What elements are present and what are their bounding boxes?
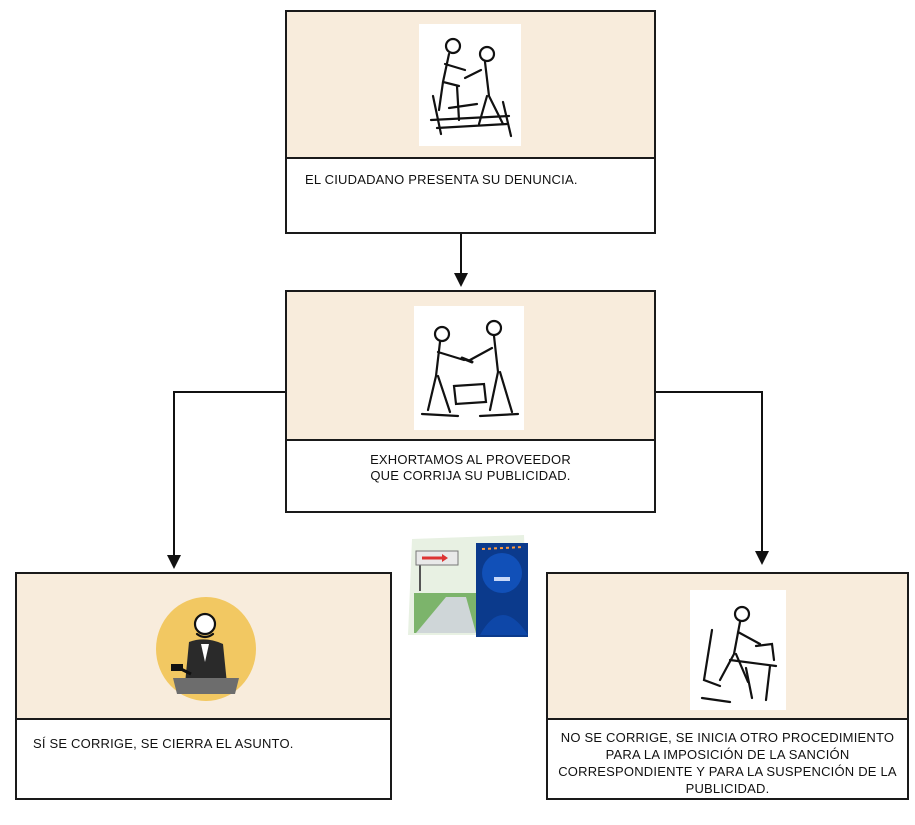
decision-illustration [406,533,531,639]
road-sign-choice-icon [408,535,528,637]
not-corrected-caption: NO SE CORRIGE, SE INICIA OTRO PROCEDIMIE… [558,730,897,796]
arrow-exhort-to-corrected [167,391,285,569]
node-exhort: EXHORTAMOS AL PROVEEDOR QUE CORRIJA SU P… [285,290,656,513]
node-corrected: SÍ SE CORRIGE, SE CIERRA EL ASUNTO. [15,572,392,800]
node-not-corrected: NO SE CORRIGE, SE INICIA OTRO PROCEDIMIE… [546,572,909,800]
exhort-caption: EXHORTAMOS AL PROVEEDOR QUE CORRIJA SU P… [370,452,571,483]
node-complaint: EL CIUDADANO PRESENTA SU DENUNCIA. [285,10,656,234]
judge-icon [156,597,256,701]
handshake-icon [420,319,520,418]
arrow-exhort-to-not-corrected [655,391,769,565]
person-filing-complaint-icon [429,37,513,138]
corrected-caption: SÍ SE CORRIGE, SE CIERRA EL ASUNTO. [33,736,294,751]
person-at-desk-icon [700,605,778,704]
complaint-caption: EL CIUDADANO PRESENTA SU DENUNCIA. [305,172,578,187]
